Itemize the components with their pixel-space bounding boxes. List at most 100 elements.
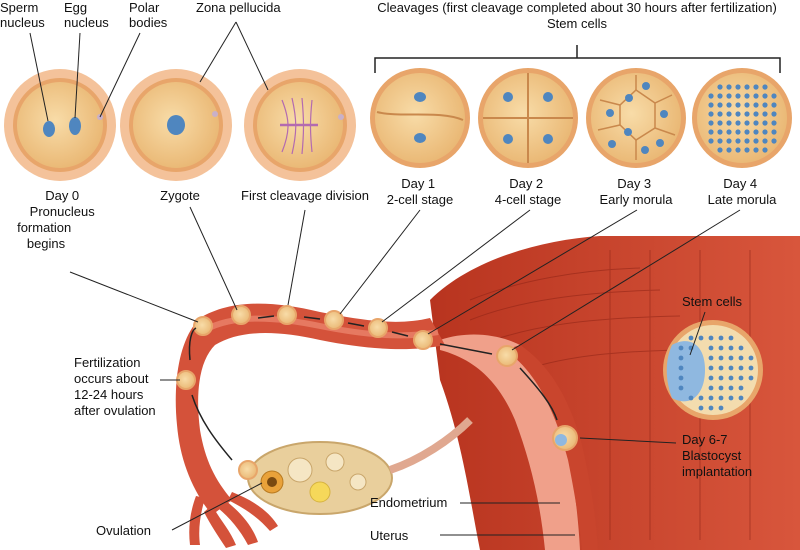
label-zona-pellucida: Zona pellucida	[196, 0, 281, 15]
cell-dot	[708, 385, 714, 391]
cell-dot	[678, 365, 684, 371]
stage-zygote-cell	[120, 69, 232, 181]
cell-dot	[717, 129, 723, 135]
cell-dot	[678, 345, 684, 351]
cell-dot	[708, 365, 714, 371]
cell-dot	[771, 120, 777, 126]
blastocyst-detail	[663, 320, 763, 420]
cell-dot	[728, 355, 734, 361]
cell-dot	[717, 93, 723, 99]
cell-dot	[738, 385, 744, 391]
label-zygote: Zygote	[160, 188, 200, 203]
cell-dot	[678, 355, 684, 361]
cell-dot	[735, 120, 741, 126]
label-day4: Day 4 Late morula	[708, 176, 777, 207]
stage-day1-cell	[370, 68, 470, 168]
cell-dot	[735, 147, 741, 153]
label-implantation: Day 6-7 Blastocyst implantation	[682, 432, 752, 479]
ovarian-ligament	[388, 417, 473, 474]
tube-first-cleavage	[277, 305, 297, 325]
myometrium-texture	[469, 250, 751, 540]
cleavage-bracket	[374, 45, 781, 73]
label-stem-cells-blastocyst: Stem cells	[682, 294, 742, 309]
inner-cell-mass	[666, 341, 705, 402]
tube-oocyte-2	[238, 460, 258, 480]
cell-dot	[735, 84, 741, 90]
cell-dot	[698, 405, 704, 411]
cell-dot	[717, 147, 723, 153]
cell-dot	[708, 335, 714, 341]
cell-dot	[708, 375, 714, 381]
cell-dot	[728, 335, 734, 341]
cell-dot	[718, 375, 724, 381]
cell-dot	[708, 138, 714, 144]
cell-dot	[728, 345, 734, 351]
endometrium-layer	[505, 345, 598, 550]
cell-dot	[748, 365, 754, 371]
cell-dot	[708, 102, 714, 108]
cell-dot	[744, 111, 750, 117]
cell-dot	[771, 93, 777, 99]
cell-dot	[698, 395, 704, 401]
day1-nucleus-2	[414, 133, 426, 143]
label-day3: Day 3 Early morula	[600, 176, 674, 207]
cell-dot	[771, 138, 777, 144]
label-polar-bodies: Polar bodies	[129, 0, 168, 30]
label-day0: Day 0 Pronucleus formation begins	[17, 188, 98, 251]
cell-dot	[735, 111, 741, 117]
stage-day4-cell	[692, 68, 792, 168]
tube-day2	[368, 318, 388, 338]
cell-dot	[708, 355, 714, 361]
cell-dot	[717, 138, 723, 144]
morula-cells	[708, 84, 777, 153]
cell-dot	[762, 129, 768, 135]
cell-dot	[738, 395, 744, 401]
label-egg-nucleus: Egg nucleus	[64, 0, 109, 30]
tube-day1	[324, 310, 344, 330]
cell-dot	[771, 111, 777, 117]
cell-dot	[726, 138, 732, 144]
cell-dot	[688, 395, 694, 401]
cell-dot	[708, 405, 714, 411]
cell-dot	[762, 138, 768, 144]
cell-dot	[718, 405, 724, 411]
cell-dot	[762, 84, 768, 90]
cell-dot	[738, 345, 744, 351]
cell-dot	[744, 93, 750, 99]
trophoblast-cells	[678, 335, 754, 411]
cell-dot	[738, 365, 744, 371]
fimbriae	[189, 492, 278, 548]
uterus-wall	[430, 236, 800, 550]
cell-dot	[726, 84, 732, 90]
cell-dot	[753, 120, 759, 126]
label-uterus: Uterus	[370, 528, 409, 543]
cell-dot	[728, 385, 734, 391]
cell-dot	[708, 93, 714, 99]
cell-dot	[678, 375, 684, 381]
tube-zygote	[231, 305, 251, 325]
cell-dot	[718, 395, 724, 401]
cell-dot	[726, 102, 732, 108]
cell-dot	[708, 111, 714, 117]
cell-dot	[708, 345, 714, 351]
cell-dot	[744, 129, 750, 135]
cell-dot	[726, 111, 732, 117]
cell-dot	[744, 102, 750, 108]
cell-dot	[753, 129, 759, 135]
cell-dot	[748, 375, 754, 381]
cell-dot	[718, 385, 724, 391]
label-fertilization: Fertilization occurs about 12-24 hours a…	[74, 355, 156, 418]
stage-day0-cell	[4, 69, 116, 181]
tube-day0	[193, 316, 213, 336]
label-endometrium: Endometrium	[370, 495, 447, 510]
sperm-pronucleus	[43, 121, 55, 137]
cell-dot	[762, 147, 768, 153]
cell-dot	[744, 138, 750, 144]
cell-dot	[762, 93, 768, 99]
tube-embryos	[176, 305, 578, 480]
cell-dot	[717, 102, 723, 108]
egg-pronucleus	[69, 117, 81, 135]
tube-day4	[496, 345, 518, 367]
cell-dot	[718, 335, 724, 341]
cell-dot	[726, 147, 732, 153]
